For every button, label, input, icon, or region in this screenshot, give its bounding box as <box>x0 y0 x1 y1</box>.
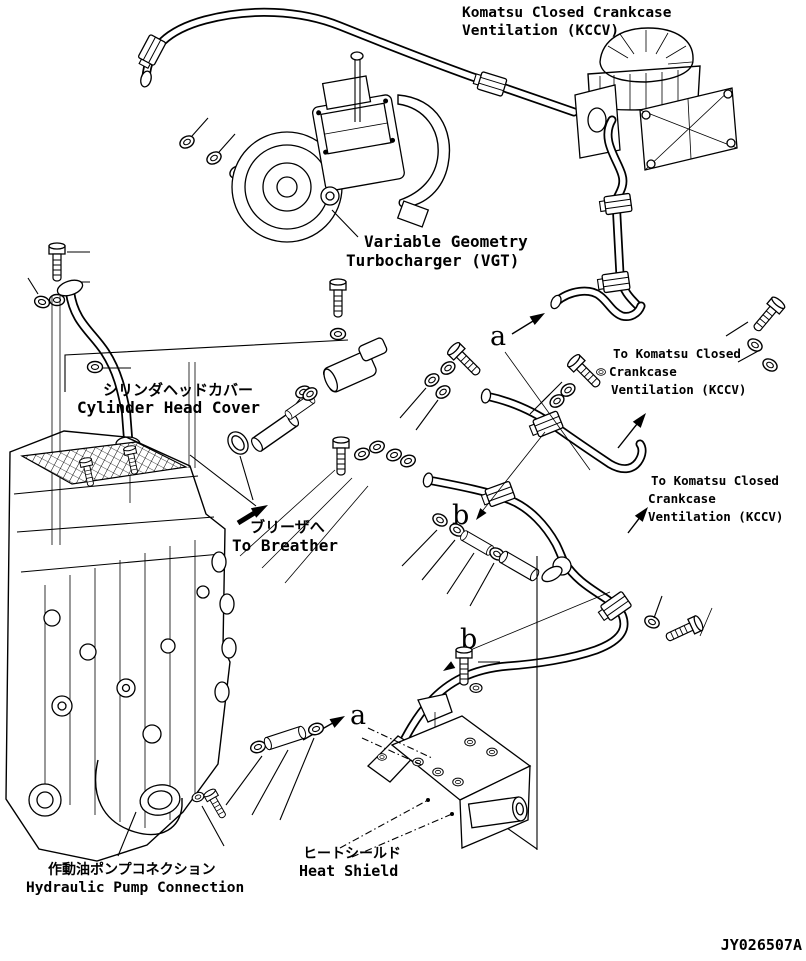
kccv-unit-label-line2: Ventilation (KCCV) <box>462 23 619 39</box>
lower-right-bolt-group <box>642 595 713 646</box>
engine-block-drawing <box>5 430 237 862</box>
pump-fittings-row-drawing <box>190 720 326 847</box>
to-kccv-upper-label-line2: Crankcase <box>609 364 677 379</box>
kccv-unit-label-line1: Komatsu Closed Crankcase <box>462 5 672 21</box>
vgt-label-line2: Turbocharger (VGT) <box>346 251 519 270</box>
diagram-labels: Komatsu Closed Crankcase Ventilation (KC… <box>26 5 802 954</box>
to-breather-label-en: To Breather <box>232 536 338 555</box>
vgt-label-line1: Variable Geometry <box>364 232 528 251</box>
turbocharger-drawing <box>231 51 451 243</box>
to-kccv-upper-label-line1: To Komatsu Closed <box>613 346 741 361</box>
fitting-bolts-row-drawing <box>239 436 418 584</box>
kccv-upper-hose-drawing <box>480 388 650 474</box>
marker-b-upper: b <box>452 500 469 531</box>
cylinder-head-cover-tube-drawing <box>27 242 349 545</box>
cylinder-head-cover-label-jp: シリンダヘッドカバー <box>103 381 253 399</box>
marker-a-lower: a <box>350 700 366 731</box>
hydraulic-pump-connection-drawing <box>94 759 183 857</box>
to-kccv-lower-label-line1: To Komatsu Closed <box>651 473 779 488</box>
marker-b-upper-group: b <box>452 431 546 531</box>
upper-hose-bolt-group <box>529 352 606 415</box>
to-breather-label-jp: ブリーザへ <box>250 518 325 536</box>
marker-a-upper-group: a <box>490 308 548 352</box>
right-edge-bolt-group <box>504 294 787 471</box>
marker-a-lower-group: a <box>302 700 433 767</box>
to-kccv-lower-label-line3: Ventilation (KCCV) <box>648 509 783 524</box>
breather-hose-stubs-drawing <box>189 384 320 507</box>
heat-shield-label-en: Heat Shield <box>299 862 398 880</box>
heat-shield-drawing <box>339 646 532 858</box>
turbo-inlet-hose-drawing <box>134 7 579 182</box>
to-kccv-lower-label-line2: Crankcase <box>648 491 716 506</box>
to-kccv-upper-label-line3: Ventilation (KCCV) <box>611 382 746 397</box>
connector-fitting-chain-drawing <box>401 510 542 607</box>
kccv-lower-hose-drawing <box>550 286 646 321</box>
hydraulic-pump-connection-label-jp: 作動油ポンプコネクション <box>48 861 216 878</box>
heat-shield-label-jp: ヒートシールド <box>303 846 401 862</box>
to-breather-group <box>236 500 271 526</box>
marker-a-upper: a <box>490 321 506 352</box>
breather-elbow-fitting-drawing <box>279 278 485 431</box>
hydraulic-pump-connection-label-en: Hydraulic Pump Connection <box>26 880 244 896</box>
cylinder-head-cover-label-en: Cylinder Head Cover <box>77 398 260 417</box>
drawing-number: JY026507A <box>721 936 802 954</box>
kccv-unit-drawing <box>574 27 738 311</box>
